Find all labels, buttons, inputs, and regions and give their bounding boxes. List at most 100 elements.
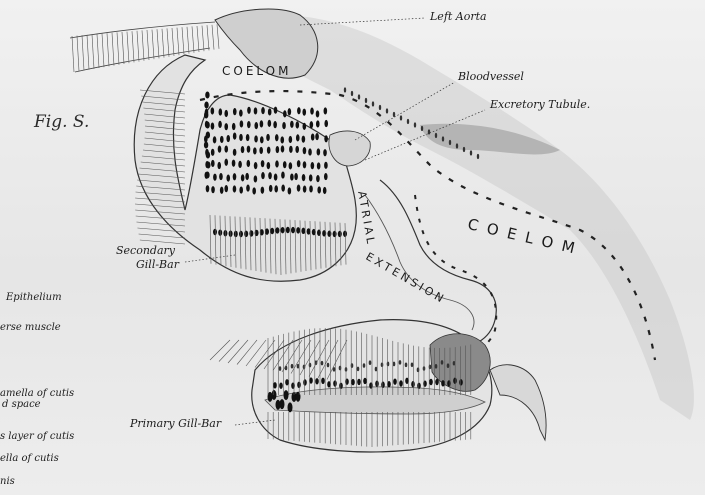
nucleus-dot xyxy=(269,185,273,192)
nucleus-dot xyxy=(259,147,263,154)
nucleus-dot xyxy=(260,120,264,127)
nucleus-dot xyxy=(311,162,315,169)
nucleus-dot xyxy=(295,146,299,153)
nucleus-dot xyxy=(449,140,451,145)
nucleus-dot xyxy=(233,108,237,115)
nucleus-dot xyxy=(253,147,257,154)
cilium-line xyxy=(92,34,94,68)
nucleus-dot xyxy=(442,136,444,141)
nucleus-dot xyxy=(239,231,243,237)
nucleus-dot xyxy=(302,136,306,143)
nucleus-dot xyxy=(327,363,330,368)
nucleus-dot xyxy=(213,174,217,181)
nucleus-dot xyxy=(351,91,353,96)
nucleus-dot xyxy=(303,161,307,168)
nucleus-dot xyxy=(321,361,324,366)
margin-label-muscle: erse muscle xyxy=(0,322,61,333)
nucleus-dot xyxy=(261,187,265,194)
nucleus-dot xyxy=(288,108,292,115)
nucleus-dot xyxy=(303,186,307,193)
nucleus-dot xyxy=(289,146,293,153)
nucleus-dot xyxy=(204,102,208,109)
nucleus-dot xyxy=(289,162,293,169)
nucleus-dot xyxy=(311,133,315,140)
nucleus-dot xyxy=(239,186,243,193)
nucleus-dot xyxy=(285,379,289,385)
nucleus-dot xyxy=(274,174,278,181)
nucleus-dot xyxy=(290,173,294,180)
nucleus-dot xyxy=(254,175,258,182)
nucleus-dot xyxy=(246,185,250,192)
cilium-line xyxy=(192,26,194,52)
nucleus-dot xyxy=(289,136,293,143)
cilium-line xyxy=(102,34,104,68)
nucleus-dot xyxy=(310,121,314,128)
nucleus-dot xyxy=(275,160,279,167)
nucleus-dot xyxy=(284,390,289,400)
nucleus-dot xyxy=(321,378,325,384)
nucleus-dot xyxy=(254,135,258,142)
nucleus-dot xyxy=(247,146,251,153)
nucleus-dot xyxy=(281,171,285,178)
cilium-line xyxy=(210,340,230,360)
cilium-line xyxy=(162,29,164,58)
nucleus-dot xyxy=(254,107,258,114)
nucleus-dot xyxy=(233,173,237,180)
nucleus-dot xyxy=(213,136,217,143)
nucleus-dot xyxy=(302,174,306,181)
nucleus-dot xyxy=(276,146,280,153)
nucleus-dot xyxy=(268,172,272,179)
nucleus-dot xyxy=(372,101,374,106)
gill-skeleton-right xyxy=(490,365,546,440)
label-secondary-gill-bar-2: Gill-Bar xyxy=(136,258,179,271)
nucleus-dot xyxy=(220,187,224,194)
nucleus-dot xyxy=(297,160,301,167)
nucleus-dot xyxy=(296,121,300,128)
nucleus-dot xyxy=(309,185,313,192)
nucleus-dot xyxy=(297,185,301,192)
nucleus-dot xyxy=(411,381,415,387)
nucleus-dot xyxy=(268,108,272,115)
nucleus-dot xyxy=(224,159,228,166)
nucleus-dot xyxy=(204,112,208,119)
nucleus-dot xyxy=(351,379,355,385)
nucleus-dot xyxy=(315,133,319,140)
cilium-line xyxy=(152,30,154,60)
label-bloodvessel: Bloodvessel xyxy=(458,70,524,83)
margin-label-lamella: amella of cutis xyxy=(0,388,74,399)
nucleus-dot xyxy=(218,146,222,153)
nucleus-dot xyxy=(281,185,285,192)
nucleus-dot xyxy=(261,172,265,179)
nucleus-dot xyxy=(247,107,251,114)
cilium-line xyxy=(207,25,209,50)
label-primary-gill-bar: Primary Gill-Bar xyxy=(130,417,221,430)
nucleus-dot xyxy=(296,392,301,402)
nucleus-dot xyxy=(470,150,472,155)
nucleus-dot xyxy=(441,360,444,365)
nucleus-dot xyxy=(281,145,285,152)
cilium-line xyxy=(139,234,185,238)
nucleus-dot xyxy=(296,134,300,141)
nucleus-dot xyxy=(459,379,463,385)
nucleus-dot xyxy=(338,231,342,237)
margin-label-ella: ella of cutis xyxy=(0,453,59,464)
nucleus-dot xyxy=(435,133,437,138)
nucleus-dot xyxy=(205,92,209,99)
cilium-line xyxy=(122,32,124,64)
nucleus-dot xyxy=(303,123,307,130)
nucleus-dot xyxy=(379,105,381,110)
cilium-line xyxy=(137,31,139,62)
nucleus-dot xyxy=(211,160,215,167)
nucleus-dot xyxy=(279,382,283,388)
nucleus-dot xyxy=(265,228,269,234)
label-excretory-tubule: Excretory Tubule. xyxy=(490,98,590,111)
cilium-line xyxy=(177,28,179,56)
nucleus-dot xyxy=(302,109,306,116)
nucleus-dot xyxy=(386,108,388,113)
label-coelom-upper: COELOM xyxy=(222,64,291,78)
nucleus-dot xyxy=(308,148,312,155)
nucleus-dot xyxy=(282,122,286,129)
nucleus-dot xyxy=(421,126,423,131)
